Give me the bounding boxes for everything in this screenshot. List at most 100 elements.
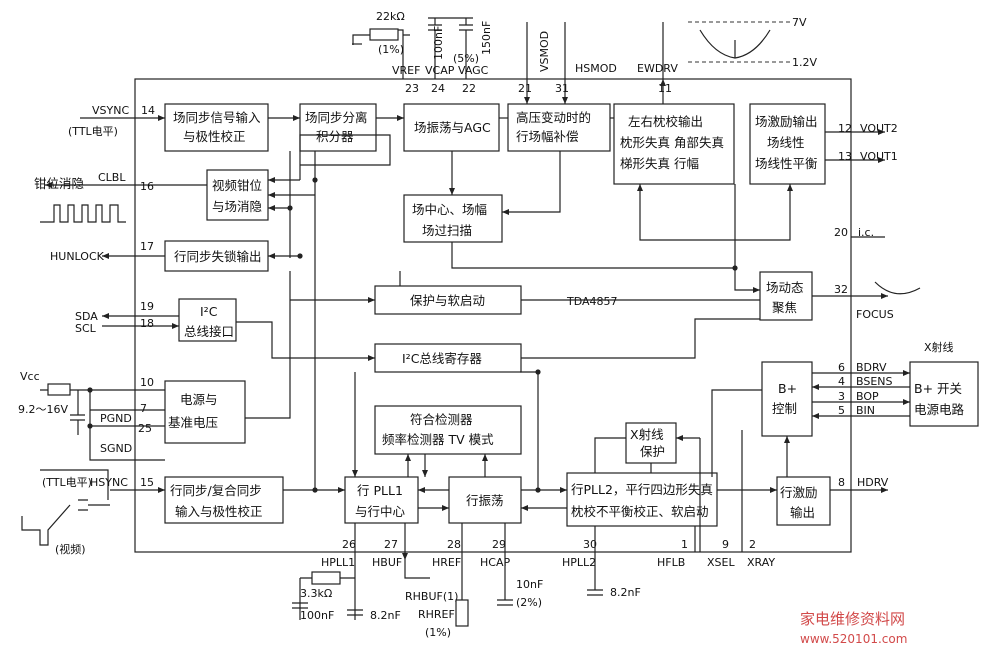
block-xray-protect bbox=[625, 422, 677, 464]
pin-hsync: HSYNC bbox=[90, 476, 128, 489]
pin-hunlock: HUNLOCK bbox=[50, 250, 105, 263]
c-vcap-value: 100nF bbox=[432, 26, 445, 60]
r-href-value: RHREF bbox=[418, 608, 455, 621]
c-hcap-tol: (2%) bbox=[516, 596, 542, 609]
ttl-v-label: (TTL电平) bbox=[68, 125, 118, 138]
pin-vagc-num: 22 bbox=[462, 82, 476, 95]
pin-xray: XRAY bbox=[747, 556, 775, 569]
decoupling-capacitor bbox=[70, 390, 85, 435]
i2c-if-line1: I²C bbox=[200, 304, 218, 319]
r-vref-tol: (1%) bbox=[378, 43, 404, 56]
block-eht-compensation bbox=[507, 103, 611, 152]
pin-hsmod: HSMOD bbox=[575, 62, 617, 75]
pll1-line2: 与行中心 bbox=[355, 504, 406, 519]
block-i2c-interface bbox=[178, 298, 237, 342]
wave-1v2: 1.2V bbox=[792, 56, 817, 69]
block-h-osc bbox=[448, 476, 522, 524]
focus-line2: 聚焦 bbox=[772, 300, 797, 315]
watermark-cn: 家电维修资料网 bbox=[800, 610, 905, 628]
ewdrv-waveform: 7V 1.2V bbox=[688, 16, 817, 69]
pin-bdrv: BDRV bbox=[856, 361, 887, 374]
pin-ic-num: 20 bbox=[834, 226, 848, 239]
block-ext-bplus-psu bbox=[909, 361, 979, 427]
bottom-components: 3.3kΩ 100nF 8.2nF RHBUF(1) RHREF (1%) 10… bbox=[292, 523, 641, 639]
hdrv-line2: 输出 bbox=[790, 505, 815, 520]
block-power-ref bbox=[164, 380, 246, 444]
pin-scl: SCL bbox=[75, 322, 97, 335]
pin-xsel: XSEL bbox=[707, 556, 735, 569]
video-note: (视频) bbox=[55, 542, 86, 556]
vsync-in-line2: 与极性校正 bbox=[183, 129, 246, 144]
pin-hsync-num: 15 bbox=[140, 476, 154, 489]
pin-vout1-num: 13 bbox=[838, 150, 852, 163]
c-hbuf-value: 8.2nF bbox=[370, 609, 401, 622]
hosc-label: 行振荡 bbox=[466, 493, 504, 508]
block-protection bbox=[374, 285, 522, 315]
c-hcap-value: 10nF bbox=[516, 578, 543, 591]
eht-line1: 高压变动时的 bbox=[516, 110, 591, 125]
vcc-resistor bbox=[47, 383, 71, 396]
block-vsync-separator bbox=[299, 103, 377, 152]
clamp-line2: 与场消隐 bbox=[212, 199, 262, 214]
focus-line1: 场动态 bbox=[766, 280, 804, 295]
block-bplus-control bbox=[761, 361, 813, 437]
block-vsync-input bbox=[164, 103, 269, 152]
xray-line-label: X射线 bbox=[924, 340, 954, 354]
vsync-in-line1: 场同步信号输入 bbox=[173, 110, 261, 125]
block-h-drive bbox=[776, 476, 831, 526]
block-hsync-input bbox=[164, 476, 284, 524]
bplus-line1: B+ bbox=[778, 381, 797, 396]
pll2-line1: 行PLL2，平行四边形失真 bbox=[571, 482, 713, 497]
pin-ic: i.c. bbox=[858, 226, 874, 239]
pin-vagc: VAGC bbox=[458, 64, 489, 77]
pin-hcap: HCAP bbox=[480, 556, 510, 569]
r-href-tol: (1%) bbox=[425, 626, 451, 639]
pin-focus-num: 32 bbox=[834, 283, 848, 296]
v-osc-agc-label: 场振荡与AGC bbox=[414, 120, 491, 135]
hdrv-line1: 行激励 bbox=[780, 485, 818, 500]
pin-line1: 左右枕校输出 bbox=[628, 114, 703, 129]
vsync-sep-line1: 场同步分离 bbox=[305, 110, 368, 125]
block-dyn-focus bbox=[759, 271, 813, 321]
pin-hcap-num: 29 bbox=[492, 538, 506, 551]
pin-sda: SDA bbox=[75, 310, 98, 323]
pin-vcc-num: 10 bbox=[140, 376, 154, 389]
pin-pgnd-num: 7 bbox=[140, 402, 147, 415]
pin-bdrv-num: 6 bbox=[838, 361, 845, 374]
pin-hpll1: HPLL1 bbox=[321, 556, 355, 569]
pin-clbl-num: 16 bbox=[140, 180, 154, 193]
block-coincidence bbox=[374, 405, 522, 455]
vdrv-line2: 场线性 bbox=[767, 135, 805, 150]
pin-href: HREF bbox=[432, 556, 461, 569]
pin-hpll2-num: 30 bbox=[583, 538, 597, 551]
pin-sda-num: 19 bbox=[140, 300, 154, 313]
pll2-line2: 枕校不平衡校正、软启动 bbox=[571, 504, 709, 519]
pin-hsmod-num: 31 bbox=[555, 82, 569, 95]
block-pll2 bbox=[566, 472, 718, 527]
chip-name: TDA4857 bbox=[566, 295, 618, 308]
pin-line2: 枕形失真 角部失真 bbox=[620, 135, 724, 150]
c-hpll1-value: 100nF bbox=[300, 609, 334, 622]
clbl-pulse-waveform bbox=[40, 204, 126, 223]
c-vagc-value: 150nF bbox=[480, 21, 493, 55]
pin-vsync: VSYNC bbox=[92, 104, 129, 117]
pin-hbuf-num: 27 bbox=[384, 538, 398, 551]
ext-bplus-line2: 电源电路 bbox=[914, 402, 965, 417]
block-v-center bbox=[403, 194, 503, 243]
block-pll1 bbox=[344, 476, 419, 524]
pin-vout2-num: 12 bbox=[838, 122, 852, 135]
pin-vcap: VCAP bbox=[425, 64, 455, 77]
pin-bop-num: 3 bbox=[838, 390, 845, 403]
pin-ewdrv: EWDRV bbox=[637, 62, 678, 75]
pll1-line1: 行 PLL1 bbox=[357, 483, 403, 498]
bplus-line2: 控制 bbox=[772, 401, 797, 416]
video-sync-waveform bbox=[21, 499, 110, 546]
c-hpll2-value: 8.2nF bbox=[610, 586, 641, 599]
pin-hflb-num: 1 bbox=[681, 538, 688, 551]
focus-waveform bbox=[874, 281, 921, 295]
xray-line1: X射线 bbox=[630, 427, 664, 442]
pin-focus: FOCUS bbox=[856, 308, 894, 321]
pin-vsync-num: 14 bbox=[141, 104, 155, 117]
ttl-h-label: (TTL电平) bbox=[42, 476, 92, 489]
